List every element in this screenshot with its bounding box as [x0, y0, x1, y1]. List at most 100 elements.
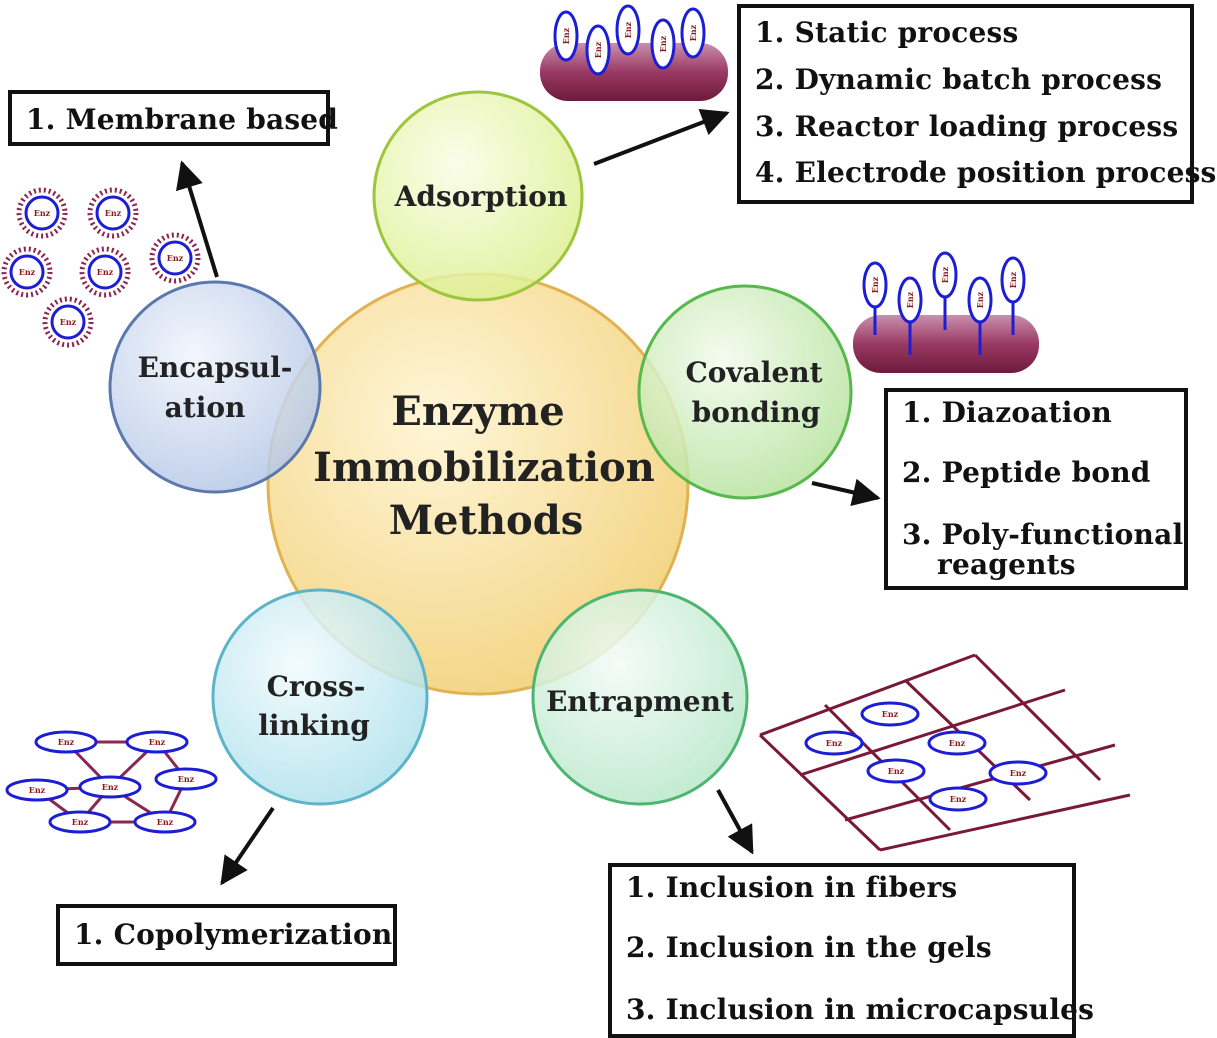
enzyme-icon: Enz	[928, 786, 988, 812]
crosslinking-label-line2: linking	[258, 709, 370, 742]
svg-text:Enz: Enz	[882, 709, 899, 719]
enzyme-icon: Enz	[862, 261, 888, 309]
svg-text:Enz: Enz	[1008, 271, 1018, 288]
enzyme-icon: Enz	[927, 730, 987, 756]
covalent-label-line2: bonding	[692, 396, 821, 429]
svg-text:Enz: Enz	[29, 785, 46, 795]
svg-text:Enz: Enz	[1010, 768, 1027, 778]
svg-text:Enz: Enz	[58, 737, 75, 747]
enzyme-icon: Enz	[988, 760, 1048, 786]
enzyme-icon: Enz	[650, 18, 676, 70]
svg-text:Enz: Enz	[949, 738, 966, 748]
covalent-item: reagents	[937, 548, 1076, 581]
enzyme-icon: Enz	[133, 810, 197, 834]
arrow-encapsulation	[176, 160, 219, 278]
enzyme-icon: Enz	[585, 24, 611, 76]
arrow-adsorption	[593, 108, 730, 166]
entrapment-label: Entrapment	[546, 685, 734, 718]
svg-text:Enz: Enz	[34, 208, 51, 218]
adsorption-item: 4. Electrode position process	[755, 156, 1217, 189]
svg-text:Enz: Enz	[940, 266, 950, 283]
svg-text:Enz: Enz	[950, 794, 967, 804]
covalent-label-line1: Covalent	[685, 356, 822, 389]
covalent-circle	[637, 284, 853, 500]
entrapment-item: 1. Inclusion in fibers	[626, 871, 958, 904]
svg-text:Enz: Enz	[60, 317, 77, 327]
enzyme-icon: Enz	[50, 304, 86, 340]
enzyme-icon: Enz	[967, 276, 993, 324]
entrapment-circle	[531, 588, 749, 806]
enzyme-icon: Enz	[157, 240, 193, 276]
encapsulation-item: 1. Membrane based	[26, 103, 339, 136]
enzyme-icon: Enz	[78, 775, 142, 799]
svg-text:Enz: Enz	[561, 27, 571, 44]
arrow-entrapment	[716, 789, 754, 855]
covalent-carrier	[853, 315, 1039, 373]
crosslinking-circle	[211, 588, 429, 806]
svg-text:Enz: Enz	[167, 253, 184, 263]
covalent-techniques-box: 1. Diazoation 2. Peptide bond 3. Poly-fu…	[884, 388, 1188, 590]
arrow-covalent	[811, 478, 881, 507]
svg-text:Enz: Enz	[688, 24, 698, 41]
entrapment-item: 2. Inclusion in the gels	[626, 931, 992, 964]
svg-text:Enz: Enz	[149, 737, 166, 747]
adsorption-circle	[372, 90, 584, 302]
entrapment-item: 3. Inclusion in microcapsules	[626, 993, 1095, 1026]
enzyme-icon: Enz	[615, 4, 641, 56]
covalent-item: 2. Peptide bond	[902, 456, 1151, 489]
adsorption-item: 1. Static process	[755, 16, 1019, 49]
enzyme-icon: Enz	[34, 730, 98, 754]
svg-text:Enz: Enz	[105, 208, 122, 218]
enzyme-icon: Enz	[5, 778, 69, 802]
svg-text:Enz: Enz	[888, 766, 905, 776]
svg-text:Enz: Enz	[658, 35, 668, 52]
enzyme-icon: Enz	[932, 251, 958, 299]
crosslinking-item: 1. Copolymerization	[74, 918, 393, 951]
encapsulation-techniques-box: 1. Membrane based	[8, 90, 338, 146]
enzyme-icon: Enz	[866, 758, 926, 784]
enzyme-icon: Enz	[87, 254, 123, 290]
enzyme-icon: Enz	[95, 195, 131, 231]
svg-text:Enz: Enz	[157, 817, 174, 827]
svg-text:Enz: Enz	[102, 782, 119, 792]
svg-text:Enz: Enz	[97, 267, 114, 277]
center-title-line3: Methods	[389, 497, 583, 544]
svg-text:Enz: Enz	[623, 21, 633, 38]
center-title-line2: Immobilization	[313, 444, 655, 491]
enzyme-icon: Enz	[1000, 256, 1026, 304]
adsorption-label: Adsorption	[394, 180, 568, 213]
enzyme-icon: Enz	[804, 730, 864, 756]
svg-text:Enz: Enz	[593, 41, 603, 58]
svg-text:Enz: Enz	[178, 774, 195, 784]
svg-text:Enz: Enz	[19, 267, 36, 277]
adsorption-item: 2. Dynamic batch process	[755, 63, 1163, 96]
svg-text:Enz: Enz	[870, 276, 880, 293]
svg-text:Enz: Enz	[826, 738, 843, 748]
arrow-crosslinking	[220, 806, 275, 886]
encapsulation-label-line2: ation	[165, 391, 246, 424]
enzyme-icon: Enz	[48, 810, 112, 834]
enzyme-icon: Enz	[125, 730, 189, 754]
svg-text:Enz: Enz	[975, 291, 985, 308]
encapsulation-label-line1: Encapsul-	[138, 351, 293, 384]
center-title-line1: Enzyme	[391, 388, 564, 435]
adsorption-techniques-box: 1. Static process 2. Dynamic batch proce…	[737, 4, 1216, 204]
enzyme-icon: Enz	[553, 10, 579, 62]
covalent-item: 1. Diazoation	[902, 396, 1112, 429]
adsorption-item: 3. Reactor loading process	[755, 110, 1179, 143]
covalent-item: 3. Poly-functional	[902, 518, 1184, 551]
entrapment-techniques-box: 1. Inclusion in fibers 2. Inclusion in t…	[608, 863, 1094, 1038]
crosslinking-techniques-box: 1. Copolymerization	[56, 904, 397, 966]
enzyme-icon: Enz	[9, 254, 45, 290]
svg-text:Enz: Enz	[905, 291, 915, 308]
enzyme-icon: Enz	[860, 701, 920, 727]
enzyme-icon: Enz	[897, 276, 923, 324]
crosslinking-label-line1: Cross-	[267, 670, 366, 703]
svg-text:Enz: Enz	[72, 817, 89, 827]
